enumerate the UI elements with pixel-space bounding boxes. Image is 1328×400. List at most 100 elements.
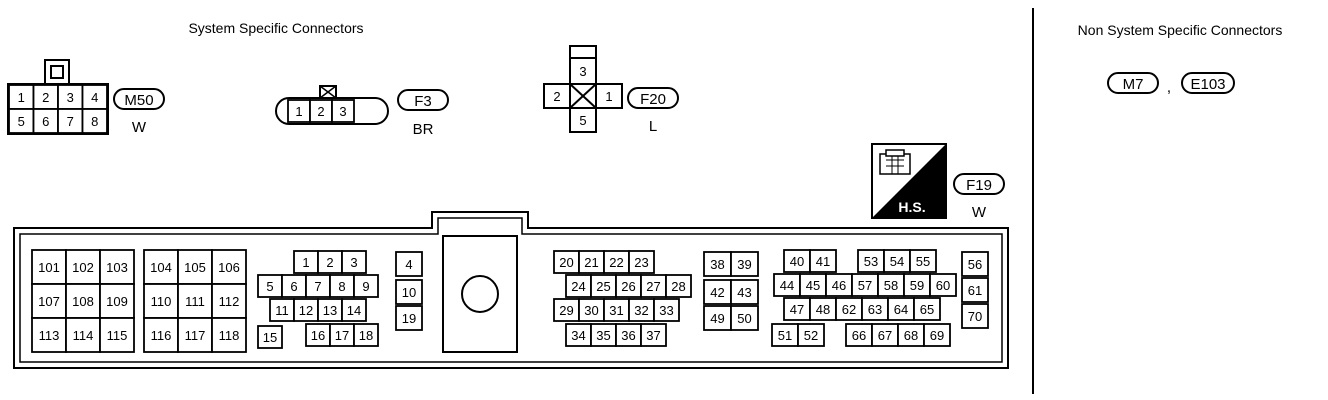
f19-pin-62: 62 [842, 302, 856, 317]
m50-pin-7: 7 [67, 114, 74, 129]
f19-pin-61-box [961, 277, 989, 303]
f19-pin-19-box [395, 305, 423, 331]
f3-latch-cross-b [319, 85, 337, 99]
m50-pin-3: 3 [67, 90, 74, 105]
f19-pin-105-box [177, 249, 213, 285]
f19-pin-70-box [961, 303, 989, 329]
f3-pin-3-box [331, 99, 355, 123]
f19-pin-115: 115 [107, 328, 128, 343]
f19-pin-103: 103 [106, 260, 128, 275]
f19-pin-39-box [730, 251, 759, 277]
f19-pin-113-box [31, 317, 67, 353]
f19-pin-60-box [929, 273, 957, 297]
hs-badge-label: H.S. [898, 199, 925, 215]
f19-pin-43-box [730, 279, 759, 305]
f19-pin-14: 14 [347, 303, 361, 318]
f19-pin-33: 33 [659, 303, 673, 318]
f19-pin-41: 41 [816, 254, 830, 269]
f19-pin-69: 69 [930, 328, 944, 343]
f19-pin-107: 107 [38, 294, 60, 309]
f19-pin-5: 5 [266, 279, 273, 294]
e103-code-pill [1181, 72, 1235, 94]
m50-color: W [132, 119, 147, 136]
connector-f20: 3 2 1 5 F20 L [543, 45, 679, 135]
f19-pin-65: 65 [920, 302, 934, 317]
lock-tab-inner [50, 65, 64, 79]
f19-guide-hole [461, 275, 499, 313]
f19-pin-53: 53 [864, 254, 878, 269]
f19-pin-116-box [143, 317, 179, 353]
f19-pin-60: 60 [936, 278, 950, 293]
f20-pin-box-5 [569, 107, 597, 133]
non-system-specific-heading: Non System Specific Connectors [1078, 22, 1283, 38]
f19-pin-50: 50 [737, 311, 751, 326]
f19-pin-11: 11 [275, 303, 289, 318]
f19-pin-51: 51 [778, 328, 792, 343]
f19-pin-6: 6 [290, 279, 297, 294]
m50-pin-2: 2 [42, 90, 49, 105]
f19-pin-106: 106 [218, 260, 240, 275]
f19-pin-33-box [653, 298, 680, 322]
f19-pin-42: 42 [710, 285, 724, 300]
m50-pin-1: 1 [18, 90, 25, 105]
f19-pin-101: 101 [38, 260, 60, 275]
f19-pin-34: 34 [571, 328, 585, 343]
f19-pin-108: 108 [72, 294, 94, 309]
f19-pin-25: 25 [596, 279, 610, 294]
f19-pin-70: 70 [968, 309, 982, 324]
f19-pin-56-box [961, 251, 989, 277]
f19-pin-118: 118 [219, 328, 240, 343]
f19-pin-50-box [730, 305, 759, 331]
f20-pin-1: 1 [605, 89, 612, 104]
hs-badge: H.S. [871, 143, 947, 219]
f19-pin-41-box [809, 249, 837, 273]
f20-pin-box-2 [543, 83, 571, 109]
hs-badge-triangle [872, 144, 946, 218]
f19-pin-105: 105 [184, 260, 206, 275]
f19-pin-16: 16 [311, 328, 325, 343]
f19-pin-109: 109 [106, 294, 128, 309]
f19-pin-118-box [211, 317, 247, 353]
m7-code: M7 [1123, 76, 1144, 93]
f19-pin-117: 117 [185, 328, 206, 343]
f19-pin-31: 31 [609, 303, 623, 318]
f19-pin-44: 44 [780, 278, 794, 293]
f19-pin-1: 1 [302, 255, 309, 270]
f19-pin-3: 3 [350, 255, 357, 270]
f19-pin-27: 27 [646, 279, 660, 294]
f20-pin-2: 2 [553, 89, 560, 104]
f19-pin-66: 66 [852, 328, 866, 343]
f3-pin-2: 2 [317, 104, 324, 119]
f20-pin-box-1 [595, 83, 623, 109]
f19-pin-23-box [628, 250, 655, 274]
m50-pin-4: 4 [91, 90, 98, 105]
f19-pin-30: 30 [584, 303, 598, 318]
f19-pin-4: 4 [405, 257, 412, 272]
f19-pin-43: 43 [737, 285, 751, 300]
f19-pin-59: 59 [910, 278, 924, 293]
f19-pin-68: 68 [904, 328, 918, 343]
f19-pin-110: 110 [151, 294, 172, 309]
f19-pin-36: 36 [621, 328, 635, 343]
f19-pin-102: 102 [72, 260, 94, 275]
m50-pin-8: 8 [91, 114, 98, 129]
m50-pin-4-box [81, 84, 108, 110]
f19-pin-55: 55 [916, 254, 930, 269]
f19-pin-9-box [353, 274, 379, 298]
f19-pin-65-box [913, 297, 941, 321]
f19-pin-14-box [341, 298, 367, 322]
f20-color: L [649, 118, 657, 135]
f19-pin-20: 20 [559, 255, 573, 270]
f19-pin-52: 52 [804, 328, 818, 343]
f19-pin-10: 10 [402, 285, 416, 300]
f19-pin-67: 67 [878, 328, 892, 343]
f19-pin-18-box [353, 323, 379, 347]
f20-pin-5: 5 [579, 113, 586, 128]
f19-pin-40: 40 [790, 254, 804, 269]
m50-pin-5: 5 [18, 114, 25, 129]
